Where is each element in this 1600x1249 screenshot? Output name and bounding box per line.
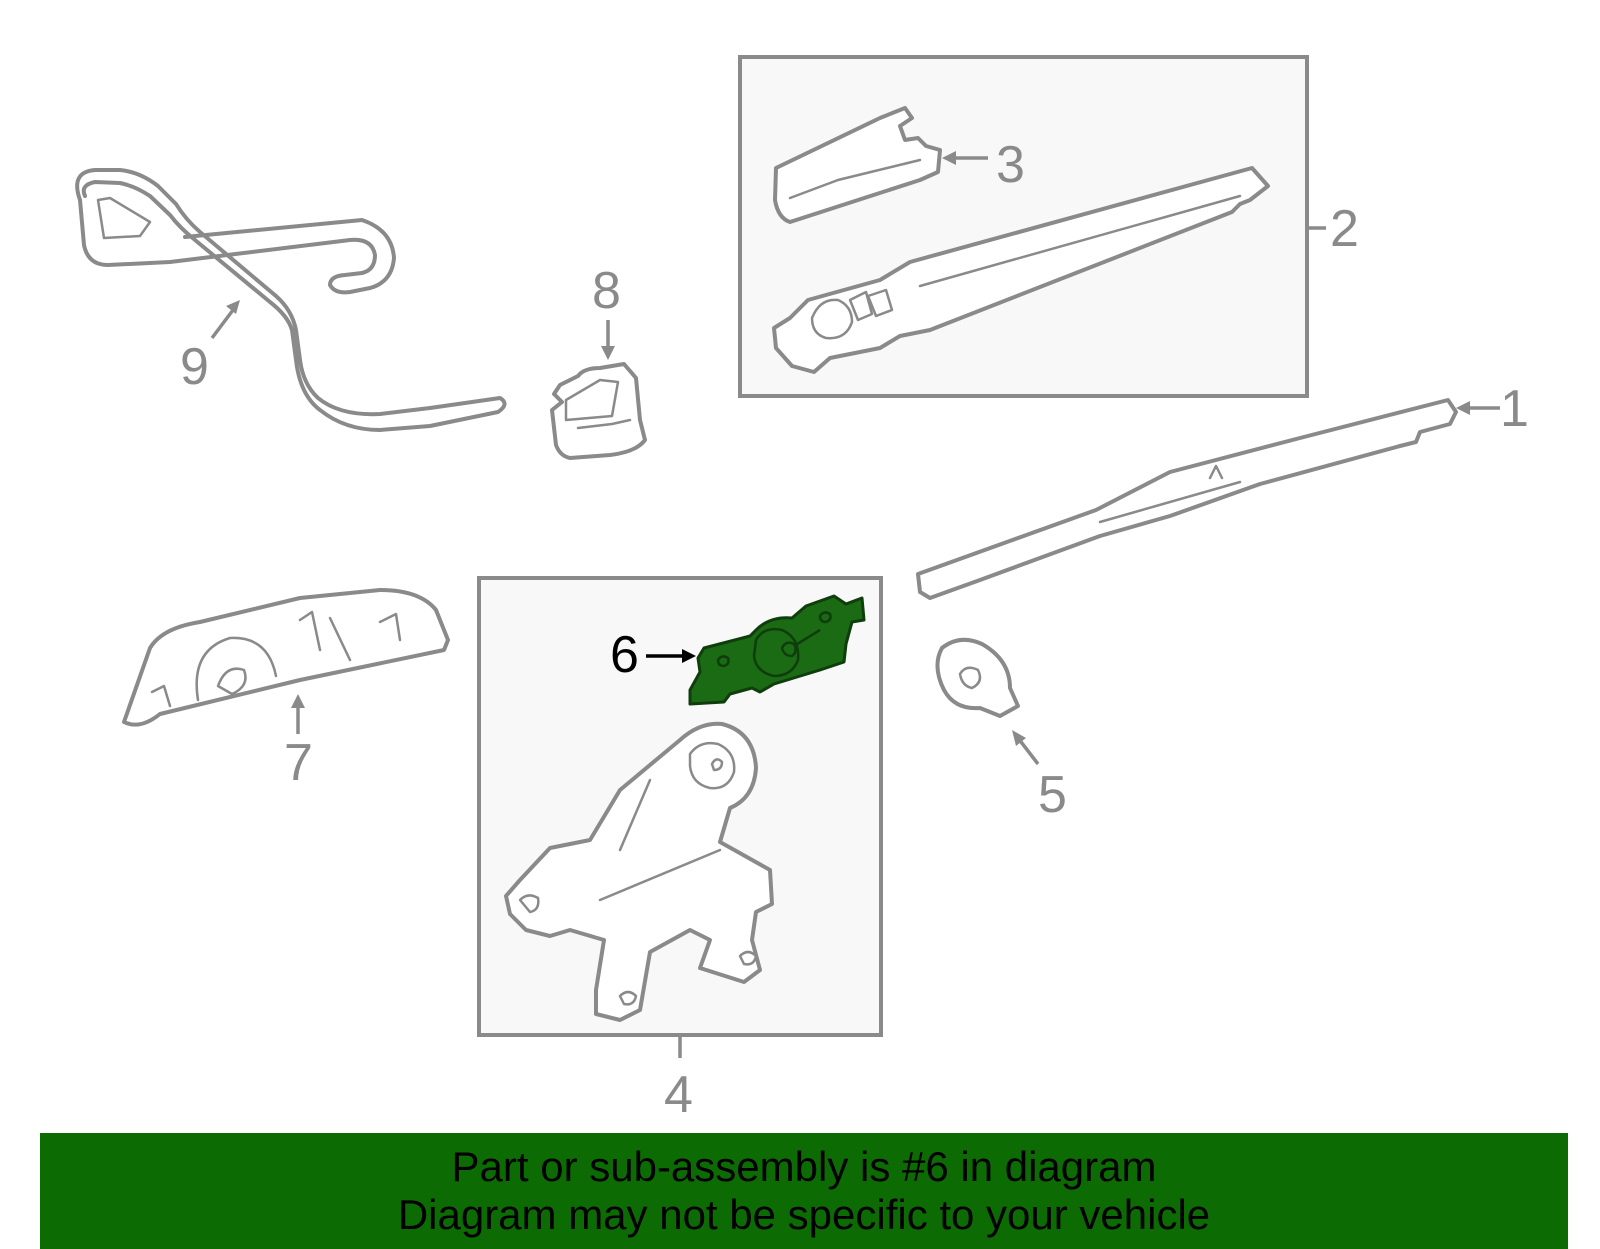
svg-text:4: 4	[664, 1066, 693, 1124]
callout-6: 6	[610, 626, 696, 684]
callout-1: 1	[1456, 380, 1529, 438]
part-8-clip[interactable]	[550, 362, 647, 460]
callout-9: 9	[180, 300, 240, 396]
banner-line-1: Part or sub-assembly is #6 in diagram	[451, 1143, 1157, 1190]
part-3-cap[interactable]	[773, 106, 942, 224]
part-2-arm[interactable]	[772, 166, 1270, 374]
svg-text:2: 2	[1330, 200, 1359, 258]
info-banner: Part or sub-assembly is #6 in diagram Di…	[40, 1133, 1568, 1249]
part-9-hose[interactable]	[75, 168, 507, 432]
svg-text:5: 5	[1038, 766, 1067, 824]
callout-5: 5	[1012, 730, 1067, 824]
part-6-bracket-highlighted[interactable]	[688, 594, 866, 706]
svg-text:3: 3	[996, 136, 1025, 194]
svg-text:9: 9	[180, 338, 209, 396]
part-5-cap[interactable]	[935, 637, 1020, 718]
callout-7: 7	[284, 694, 313, 792]
callout-3: 3	[942, 136, 1025, 194]
svg-text:6: 6	[610, 626, 639, 684]
svg-text:1: 1	[1500, 380, 1529, 438]
part-1-arm[interactable]	[916, 398, 1458, 600]
svg-text:7: 7	[284, 734, 313, 792]
part-7-cover[interactable]	[122, 588, 450, 727]
banner-line-2: Diagram may not be specific to your vehi…	[397, 1191, 1211, 1238]
callout-8: 8	[592, 262, 621, 360]
part-4-motor[interactable]	[504, 721, 774, 1022]
callout-4: 4	[664, 1036, 693, 1124]
svg-text:8: 8	[592, 262, 621, 320]
callout-2: 2	[1306, 200, 1359, 258]
